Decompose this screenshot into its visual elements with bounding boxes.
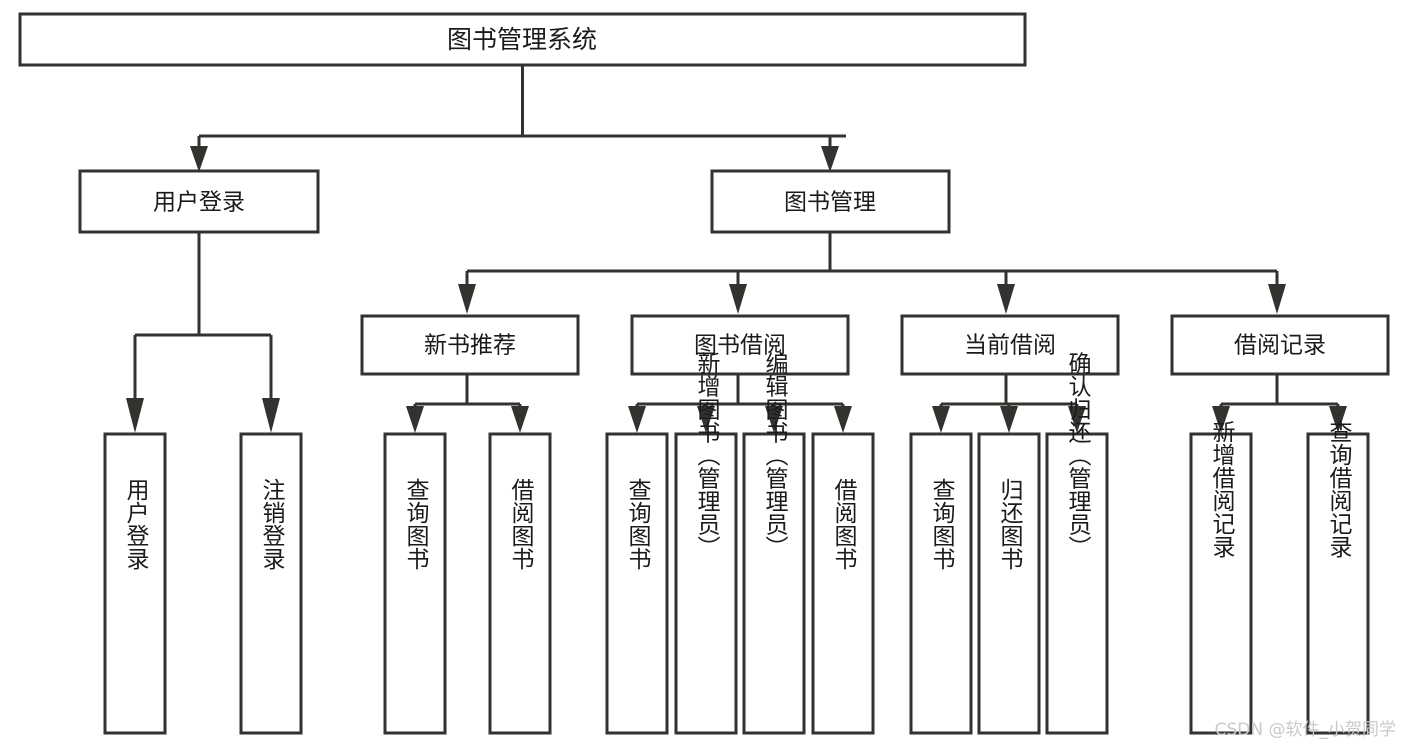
node-leaf-query-book-2-box bbox=[605, 432, 669, 735]
node-leaf-query-book-2-label: 查询图书 bbox=[624, 478, 652, 570]
node-leaf-edit-book-box bbox=[742, 432, 806, 735]
arrowhead-leaf-borrow-book-1 bbox=[511, 406, 529, 433]
node-leaf-query-book-3-label: 查询图书 bbox=[928, 478, 956, 570]
node-leaf-query-record[interactable]: 查询借阅记录 bbox=[1306, 420, 1370, 735]
node-user-login[interactable]: 用户登录 bbox=[78, 169, 320, 234]
arrowhead-leaf-query-record bbox=[1329, 406, 1347, 433]
arrowhead-leaf-user-login bbox=[126, 398, 144, 433]
node-root[interactable]: 图书管理系统 bbox=[18, 12, 1027, 67]
arrowhead-leaf-confirm-return bbox=[1068, 406, 1086, 433]
connector-layer bbox=[126, 65, 1347, 433]
node-borrow-record-box bbox=[1170, 314, 1390, 376]
node-leaf-borrow-book-2-label: 借阅图书 bbox=[830, 478, 858, 570]
node-current-borrow-label: 当前借阅 bbox=[964, 333, 1056, 359]
node-leaf-user-login-box bbox=[103, 432, 167, 735]
node-book-management-label: 图书管理 bbox=[784, 190, 876, 216]
arrowhead-leaf-add-record bbox=[1212, 406, 1230, 433]
node-leaf-user-logout[interactable]: 注销登录 bbox=[239, 432, 303, 735]
node-book-borrow-box bbox=[630, 314, 850, 376]
arrowhead-user-login bbox=[190, 146, 208, 172]
node-book-management[interactable]: 图书管理 bbox=[710, 169, 951, 234]
node-leaf-return-book-box bbox=[977, 432, 1041, 735]
node-leaf-query-book-3-box bbox=[909, 432, 973, 735]
node-leaf-borrow-book-2-box bbox=[811, 432, 875, 735]
arrowhead-book-borrow bbox=[729, 284, 747, 314]
node-borrow-record-label: 借阅记录 bbox=[1234, 333, 1326, 359]
node-leaf-query-record-box bbox=[1306, 432, 1370, 735]
node-leaf-edit-book[interactable]: 编辑图书（管理员） bbox=[742, 352, 806, 735]
arrowhead-leaf-return-book bbox=[1000, 406, 1018, 433]
node-leaf-user-login-label: 用户登录 bbox=[122, 478, 150, 570]
node-borrow-record[interactable]: 借阅记录 bbox=[1170, 314, 1390, 376]
node-leaf-return-book-label: 归还图书 bbox=[996, 478, 1024, 570]
node-leaf-user-logout-label: 注销登录 bbox=[258, 478, 286, 570]
node-book-borrow[interactable]: 图书借阅 bbox=[630, 314, 850, 376]
arrowhead-new-book-recommend bbox=[458, 284, 476, 314]
arrowhead-leaf-edit-book bbox=[765, 406, 783, 433]
arrowhead-book-management bbox=[821, 146, 839, 172]
node-new-book-recommend-box bbox=[360, 314, 580, 376]
node-leaf-query-record-label: 查询借阅记录 bbox=[1325, 420, 1353, 558]
node-new-book-recommend[interactable]: 新书推荐 bbox=[360, 314, 580, 376]
arrowhead-borrow-record bbox=[1268, 284, 1286, 314]
csdn-watermark: CSDN @软件_小贺同学 bbox=[1215, 720, 1396, 740]
node-book-management-box bbox=[710, 169, 951, 234]
node-new-book-recommend-label: 新书推荐 bbox=[424, 333, 516, 359]
node-root-box bbox=[18, 12, 1027, 67]
node-leaf-borrow-book-1-label: 借阅图书 bbox=[507, 478, 535, 570]
node-leaf-add-record[interactable]: 新增借阅记录 bbox=[1189, 420, 1253, 735]
node-current-borrow[interactable]: 当前借阅 bbox=[900, 314, 1120, 376]
arrowhead-leaf-query-book-1 bbox=[406, 406, 424, 433]
arrowhead-leaf-add-book bbox=[697, 406, 715, 433]
node-leaf-add-book-label: 新增图书（管理员） bbox=[693, 352, 721, 559]
node-leaf-confirm-return[interactable]: 确认归还（管理员） bbox=[1045, 352, 1109, 735]
node-leaf-query-book-3[interactable]: 查询图书 bbox=[909, 432, 973, 735]
node-leaf-add-book[interactable]: 新增图书（管理员） bbox=[674, 352, 738, 735]
node-user-login-label: 用户登录 bbox=[153, 190, 245, 216]
arrowhead-leaf-borrow-book-2 bbox=[834, 406, 852, 433]
node-leaf-confirm-return-box bbox=[1045, 432, 1109, 735]
node-leaf-add-record-label: 新增借阅记录 bbox=[1208, 420, 1236, 558]
node-leaf-query-book-1-label: 查询图书 bbox=[402, 478, 430, 570]
node-leaf-borrow-book-1-box bbox=[488, 432, 552, 735]
node-leaf-query-book-1[interactable]: 查询图书 bbox=[383, 432, 447, 735]
node-user-login-box bbox=[78, 169, 320, 234]
arrowhead-current-borrow bbox=[997, 284, 1015, 314]
node-leaf-user-login[interactable]: 用户登录 bbox=[103, 432, 167, 735]
node-root-label: 图书管理系统 bbox=[447, 25, 597, 54]
arrowhead-leaf-user-logout bbox=[262, 398, 280, 433]
node-leaf-return-book[interactable]: 归还图书 bbox=[977, 432, 1041, 735]
arrowhead-leaf-query-book-2 bbox=[628, 406, 646, 433]
node-leaf-confirm-return-label: 确认归还（管理员） bbox=[1064, 352, 1092, 559]
node-leaf-add-book-box bbox=[674, 432, 738, 735]
node-leaf-edit-book-label: 编辑图书（管理员） bbox=[761, 352, 789, 559]
node-leaf-add-record-box bbox=[1189, 432, 1253, 735]
arrowhead-leaf-query-book-3 bbox=[932, 406, 950, 433]
node-leaf-query-book-1-box bbox=[383, 432, 447, 735]
node-book-borrow-label: 图书借阅 bbox=[694, 333, 786, 359]
node-current-borrow-box bbox=[900, 314, 1120, 376]
node-leaf-query-book-2[interactable]: 查询图书 bbox=[605, 432, 669, 735]
node-leaf-user-logout-box bbox=[239, 432, 303, 735]
node-leaf-borrow-book-2[interactable]: 借阅图书 bbox=[811, 432, 875, 735]
node-leaf-borrow-book-1[interactable]: 借阅图书 bbox=[488, 432, 552, 735]
